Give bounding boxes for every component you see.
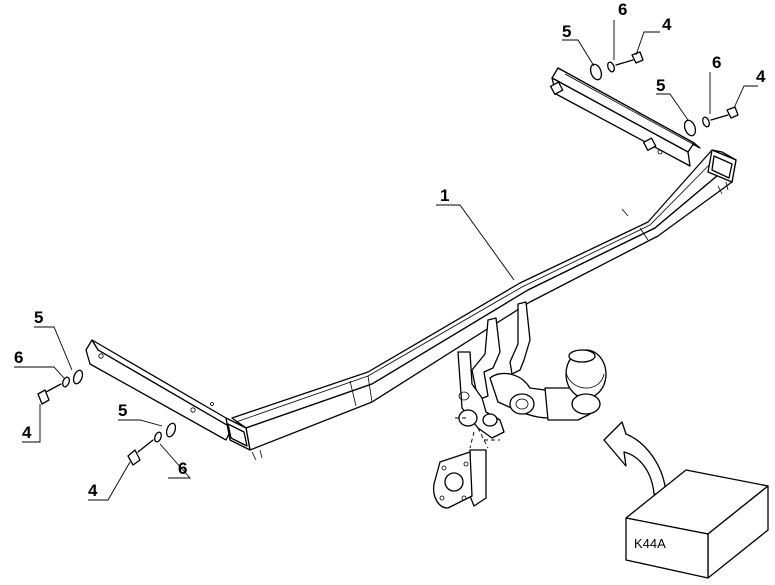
callout-4-left-upper: 4 bbox=[22, 423, 32, 442]
callout-labels: 1 5 6 4 5 6 4 5 6 4 5 6 4 bbox=[14, 0, 766, 500]
callout-6-left-lower: 6 bbox=[178, 459, 187, 478]
callout-4-top-b: 4 bbox=[756, 67, 766, 86]
bolt-set-top-right-b bbox=[683, 106, 739, 137]
callout-6-top-b: 6 bbox=[712, 53, 721, 72]
curved-arrow-icon bbox=[603, 421, 667, 495]
callout-6-left-upper: 6 bbox=[14, 348, 23, 367]
callout-4-top-a: 4 bbox=[662, 15, 672, 34]
callout-5-left-lower: 5 bbox=[118, 401, 127, 420]
bolt-set-top-right-a bbox=[589, 51, 644, 81]
bolt-set-left-lower bbox=[127, 422, 177, 466]
callout-5-top-a: 5 bbox=[562, 22, 571, 41]
electric-socket-bracket bbox=[432, 449, 487, 509]
bolt-set-left-upper bbox=[37, 369, 84, 405]
callout-5-left-upper: 5 bbox=[34, 308, 43, 327]
leader-lines bbox=[14, 20, 758, 501]
left-mounting-bracket bbox=[85, 339, 233, 441]
main-crossbar bbox=[225, 149, 737, 461]
callout-4-left-lower: 4 bbox=[88, 481, 98, 500]
callout-5-top-b: 5 bbox=[656, 76, 665, 95]
right-mounting-bracket bbox=[549, 67, 701, 167]
callout-1: 1 bbox=[440, 186, 449, 205]
tow-hitch-assembly bbox=[455, 301, 607, 449]
kit-box-label: K44A bbox=[634, 536, 666, 551]
callout-6-top-a: 6 bbox=[618, 0, 627, 19]
kit-box: K44A bbox=[625, 469, 769, 579]
